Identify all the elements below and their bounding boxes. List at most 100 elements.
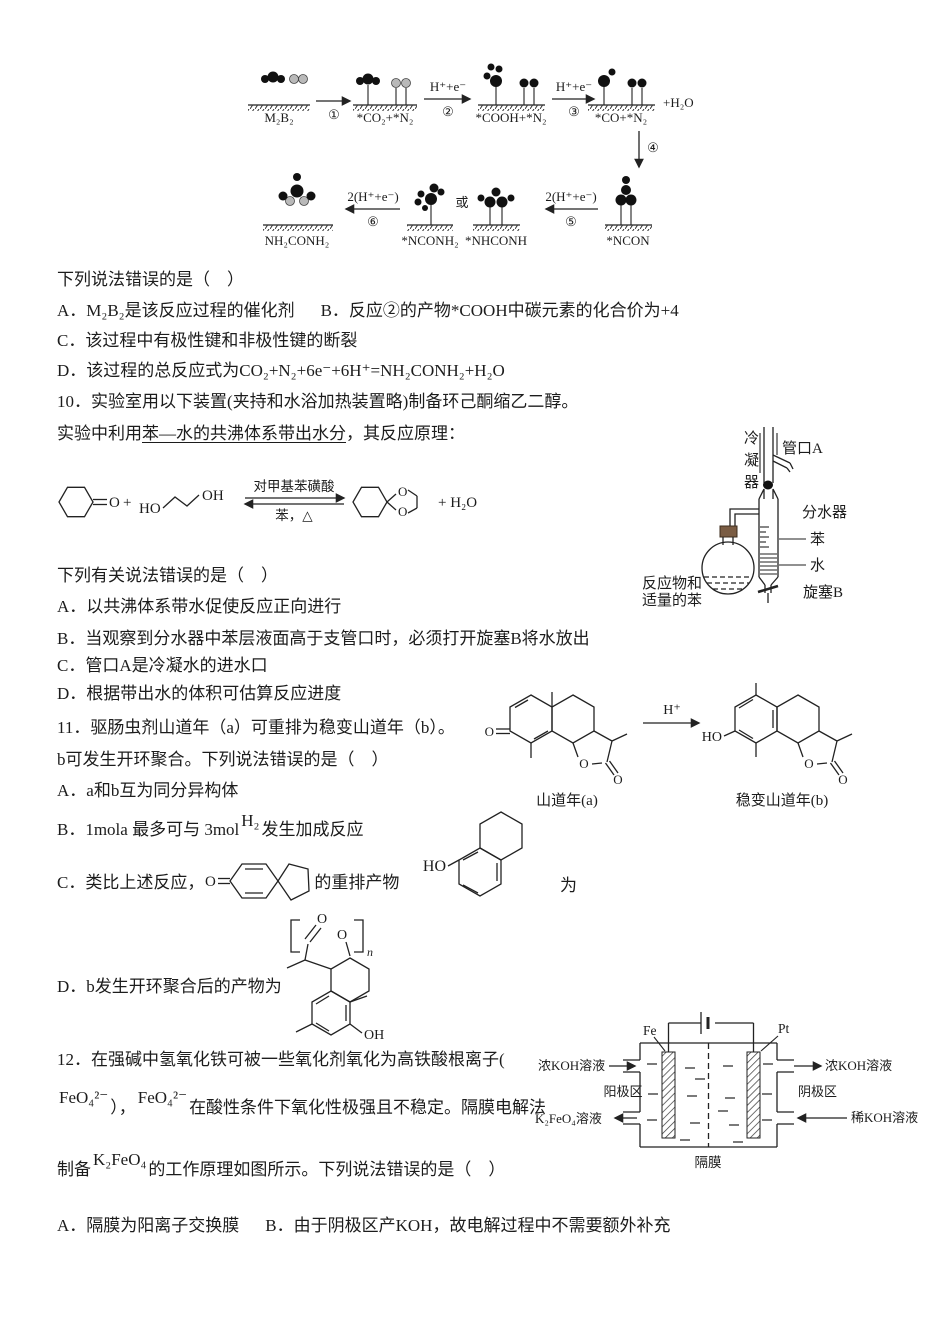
svg-text:OH: OH	[364, 1028, 384, 1043]
step5-arrow: 2(H⁺+e⁻) ⑤	[544, 189, 598, 229]
flask[interactable]	[701, 525, 755, 595]
plus-h2o: + H₂O	[438, 495, 477, 511]
svg-text:O: O	[485, 724, 494, 739]
electrolysis-diagram: Fe Pt 浓KOH溶液 K₂FeO₄溶液 阳极区 浓KOH溶液 阴极区 稀KO…	[535, 1012, 918, 1170]
ketal-structure: O O	[352, 484, 418, 519]
svg-text:③: ③	[568, 104, 580, 119]
q10-line2-pre: 实验中利用	[57, 424, 142, 443]
svg-text:浓KOH溶液: 浓KOH溶液	[538, 1058, 605, 1073]
svg-text:*CO+*N₂: *CO+*N₂	[595, 110, 647, 125]
svg-text:NH₂CONH₂: NH₂CONH₂	[265, 233, 330, 248]
water-separator[interactable]	[757, 488, 779, 603]
ferrate-formula-2: FeO₄²⁻	[137, 1088, 188, 1107]
q11-option-c[interactable]: C．类比上述反应， O 的重排产物	[57, 850, 399, 910]
svg-text:⑥: ⑥	[367, 214, 379, 229]
plus-sign: +	[123, 495, 131, 511]
spiro-structure: O	[205, 863, 311, 901]
q11-option-c-post: 的重排产物	[314, 872, 400, 892]
step1-arrow: ①	[316, 96, 352, 122]
svg-text:O: O	[398, 504, 407, 519]
svg-text:O: O	[398, 484, 407, 499]
q10-line2-underlined: 苯—水的共沸体系带出水分	[142, 424, 346, 443]
q9-option-b[interactable]: B．反应②的产物*COOH中碳元素的化合价为+4	[320, 301, 679, 320]
liquid-marks	[647, 1063, 773, 1143]
apparatus-diagram: 管口A 分水器 苯 水 旋塞B	[642, 427, 847, 609]
step2-arrow: H⁺+e⁻ ②	[424, 79, 472, 119]
reaction-equation: O + HO OH 对甲基苯磺酸 苯，△ O O + H₂O	[58, 478, 477, 523]
surface-nhconh: *NHCONH	[465, 187, 527, 248]
svg-text:O: O	[205, 874, 216, 890]
fe-label: Fe	[643, 1023, 657, 1038]
q10-option-a[interactable]: A．以共沸体系带水促使反应正向进行	[57, 597, 342, 616]
step4-arrow: ④	[634, 131, 659, 169]
svg-text:K₂FeO₄溶液: K₂FeO₄溶液	[535, 1111, 602, 1126]
svg-text:HO: HO	[702, 730, 722, 745]
q10-option-c[interactable]: C．管口A是冷凝水的进水口	[57, 656, 268, 675]
q11-option-c-pre: C．类比上述反应，	[57, 872, 205, 892]
surface-co-n2: *CO+*N₂	[588, 68, 655, 125]
water-label: 水	[810, 557, 825, 574]
q11-option-a[interactable]: A．a和b互为同分异构体	[57, 781, 239, 800]
svg-text:④: ④	[647, 140, 659, 155]
q12-line1: 12．在强碱中氢氧化铁可被一些氧化剂氧化为高铁酸根离子(	[57, 1050, 505, 1069]
svg-text:2(H⁺+e⁻): 2(H⁺+e⁻)	[545, 189, 596, 204]
svg-text:H⁺+e⁻: H⁺+e⁻	[430, 79, 466, 94]
svg-text:稀KOH溶液: 稀KOH溶液	[851, 1110, 918, 1125]
surface-m2b2: M₂B₂	[248, 71, 310, 125]
ferrate-formula-1: FeO₄²⁻	[59, 1088, 109, 1107]
svg-text:2(H⁺+e⁻): 2(H⁺+e⁻)	[347, 189, 398, 204]
svg-text:*NCONH₂: *NCONH₂	[401, 233, 458, 248]
port-a-label: 管口A	[782, 440, 823, 457]
q9-option-c[interactable]: C．该过程中有极性键和非极性键的断裂	[57, 331, 358, 350]
q9-option-a[interactable]: A．M₂B₂是该反应过程的催化剂	[57, 301, 295, 320]
svg-text:阳极区: 阳极区	[603, 1084, 642, 1099]
svg-text:对甲基苯磺酸: 对甲基苯磺酸	[254, 478, 335, 494]
mechanism-diagram: M₂B₂ ① *CO₂+*N₂ H⁺+e⁻ ② *COOH+*N₂	[248, 63, 694, 248]
q9-stem: 下列说法错误的是（ ）	[57, 270, 244, 289]
santonin-b-structure: HO O O	[702, 683, 853, 787]
svg-text:O: O	[838, 772, 847, 787]
condenser	[759, 427, 794, 499]
condenser-label: 冷凝器	[742, 430, 758, 496]
svg-text:O: O	[613, 772, 622, 787]
q12-option-a[interactable]: A．隔膜为阳离子交换膜	[57, 1216, 240, 1235]
rearrangement-arrow: H⁺	[643, 703, 701, 728]
svg-text:浓KOH溶液: 浓KOH溶液	[825, 1058, 892, 1073]
q12-line3-pre: 制备	[57, 1160, 91, 1179]
svg-text:OH: OH	[202, 488, 224, 504]
svg-text:HO: HO	[139, 501, 161, 517]
or-text: 或	[455, 195, 468, 210]
surface-cooh-n2: *COOH+*N₂	[475, 63, 547, 125]
separator-label: 分水器	[802, 504, 847, 521]
h2-formula: H₂	[241, 811, 260, 830]
flask-label-2: 适量的苯	[642, 592, 702, 609]
battery	[667, 1012, 755, 1052]
q9-option-d[interactable]: D．该过程的总反应式为CO₂+N₂+6e⁻+6H⁺=NH₂CONH₂+H₂O	[57, 361, 505, 380]
flow-labels: 浓KOH溶液 K₂FeO₄溶液 阳极区 浓KOH溶液 阴极区 稀KOH溶液 隔膜	[535, 1058, 918, 1170]
svg-text:⑤: ⑤	[565, 214, 577, 229]
ho-label: HO	[423, 858, 446, 875]
q12-line2-post: 在酸性条件下氧化性极强且不稳定。隔膜电解法	[189, 1098, 547, 1117]
svg-text:M₂B₂: M₂B₂	[264, 110, 293, 125]
pt-electrode	[746, 1051, 761, 1139]
q10-line2-post: ，其反应原理：	[346, 424, 465, 443]
svg-text:O: O	[109, 495, 120, 511]
q10-line1: 10．实验室用以下装置(夹持和水浴加热装置略)制备环己酮缩乙二醇。	[57, 392, 579, 411]
q10-option-b[interactable]: B．当观察到分水器中苯层液面高于支管口时，必须打开旋塞B将水放出	[57, 629, 590, 648]
pt-label: Pt	[778, 1021, 790, 1036]
svg-text:隔膜: 隔膜	[695, 1155, 722, 1170]
santonin-a-label: 山道年(a)	[536, 792, 598, 809]
q11-line2: b可发生开环聚合。下列说法错误的是（ ）	[57, 750, 389, 769]
repeat-unit: O O OH	[286, 912, 384, 1043]
wei-text: 为	[560, 876, 577, 895]
q12-option-b[interactable]: B．由于阴极区产KOH，故电解过程中不需要额外补充	[265, 1216, 671, 1235]
q11-option-d[interactable]: D．b发生开环聚合后的产物为	[57, 977, 282, 996]
q11-line1: 11．驱肠虫剂山道年（a）可重排为稳变山道年（b）。	[57, 718, 455, 737]
q10-option-d[interactable]: D．根据带出水的体积可估算反应进度	[57, 684, 342, 703]
q10-stem: 下列有关说法错误的是（ ）	[57, 566, 278, 585]
surface-nconh2: *NCONH₂	[401, 183, 459, 248]
q11-option-b-post: 发生加成反应	[261, 820, 364, 839]
step6-arrow: 2(H⁺+e⁻) ⑥	[344, 189, 400, 229]
